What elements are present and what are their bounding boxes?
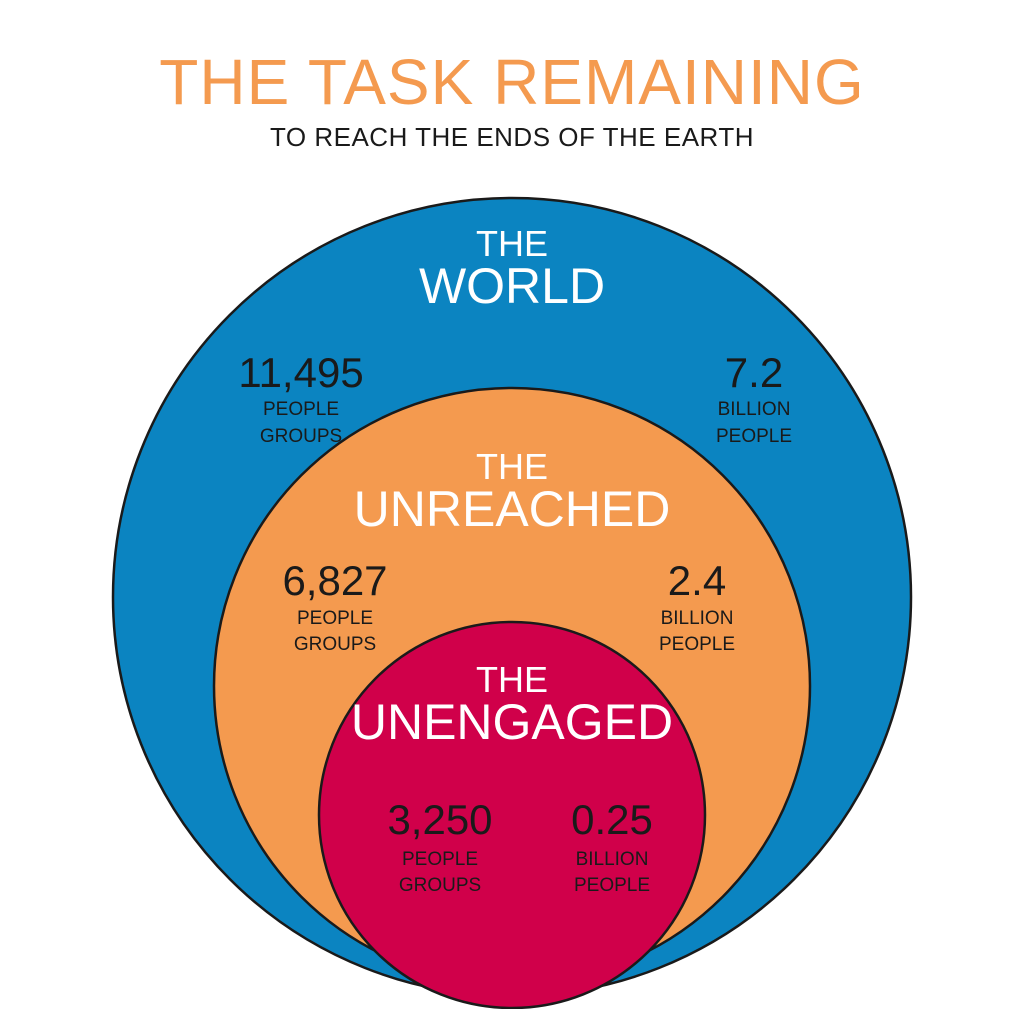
world-people-groups-unit-line1: PEOPLE: [263, 399, 339, 420]
world-population-unit-line2: PEOPLE: [716, 426, 792, 447]
unengaged-circle: [317, 620, 707, 1009]
unengaged-people-groups: 3,250 PEOPLE GROUPS: [387, 796, 492, 896]
world-heading: THE WORLD: [419, 223, 605, 314]
unreached-heading: THE UNREACHED: [354, 446, 671, 537]
unengaged-population: 0.25 BILLION PEOPLE: [571, 796, 653, 896]
unengaged-population-unit-line2: PEOPLE: [574, 875, 650, 896]
world-heading-line1: THE: [476, 223, 548, 264]
world-people-groups-unit-line2: GROUPS: [260, 426, 342, 447]
world-people-groups-value: 11,495: [238, 349, 363, 396]
unengaged-people-groups-value: 3,250: [387, 796, 492, 843]
unreached-population: 2.4 BILLION PEOPLE: [659, 557, 735, 655]
world-population: 7.2 BILLION PEOPLE: [716, 349, 792, 447]
unreached-heading-line2: UNREACHED: [354, 481, 671, 537]
page-subtitle: TO REACH THE ENDS OF THE EARTH: [270, 122, 754, 152]
unengaged-population-value: 0.25: [571, 796, 653, 843]
unreached-population-unit-line1: BILLION: [661, 608, 734, 629]
unengaged-people-groups-unit-line1: PEOPLE: [402, 849, 478, 870]
unreached-people-groups-unit-line1: PEOPLE: [297, 608, 373, 629]
unengaged-people-groups-unit-line2: GROUPS: [399, 875, 481, 896]
world-population-unit-line1: BILLION: [718, 399, 791, 420]
page-title: THE TASK REMAINING: [159, 46, 865, 118]
world-population-value: 7.2: [725, 349, 783, 396]
unreached-people-groups-value: 6,827: [282, 557, 387, 604]
world-heading-line2: WORLD: [419, 258, 605, 314]
unengaged-population-unit-line1: BILLION: [576, 849, 649, 870]
unreached-heading-line1: THE: [476, 446, 548, 487]
unreached-population-unit-line2: PEOPLE: [659, 634, 735, 655]
unengaged-heading-line1: THE: [476, 659, 548, 700]
unreached-people-groups: 6,827 PEOPLE GROUPS: [282, 557, 387, 655]
unreached-population-value: 2.4: [668, 557, 726, 604]
unreached-people-groups-unit-line2: GROUPS: [294, 634, 376, 655]
world-people-groups: 11,495 PEOPLE GROUPS: [238, 349, 363, 447]
unengaged-heading-line2: UNENGAGED: [351, 694, 673, 750]
unengaged-heading: THE UNENGAGED: [351, 659, 673, 750]
